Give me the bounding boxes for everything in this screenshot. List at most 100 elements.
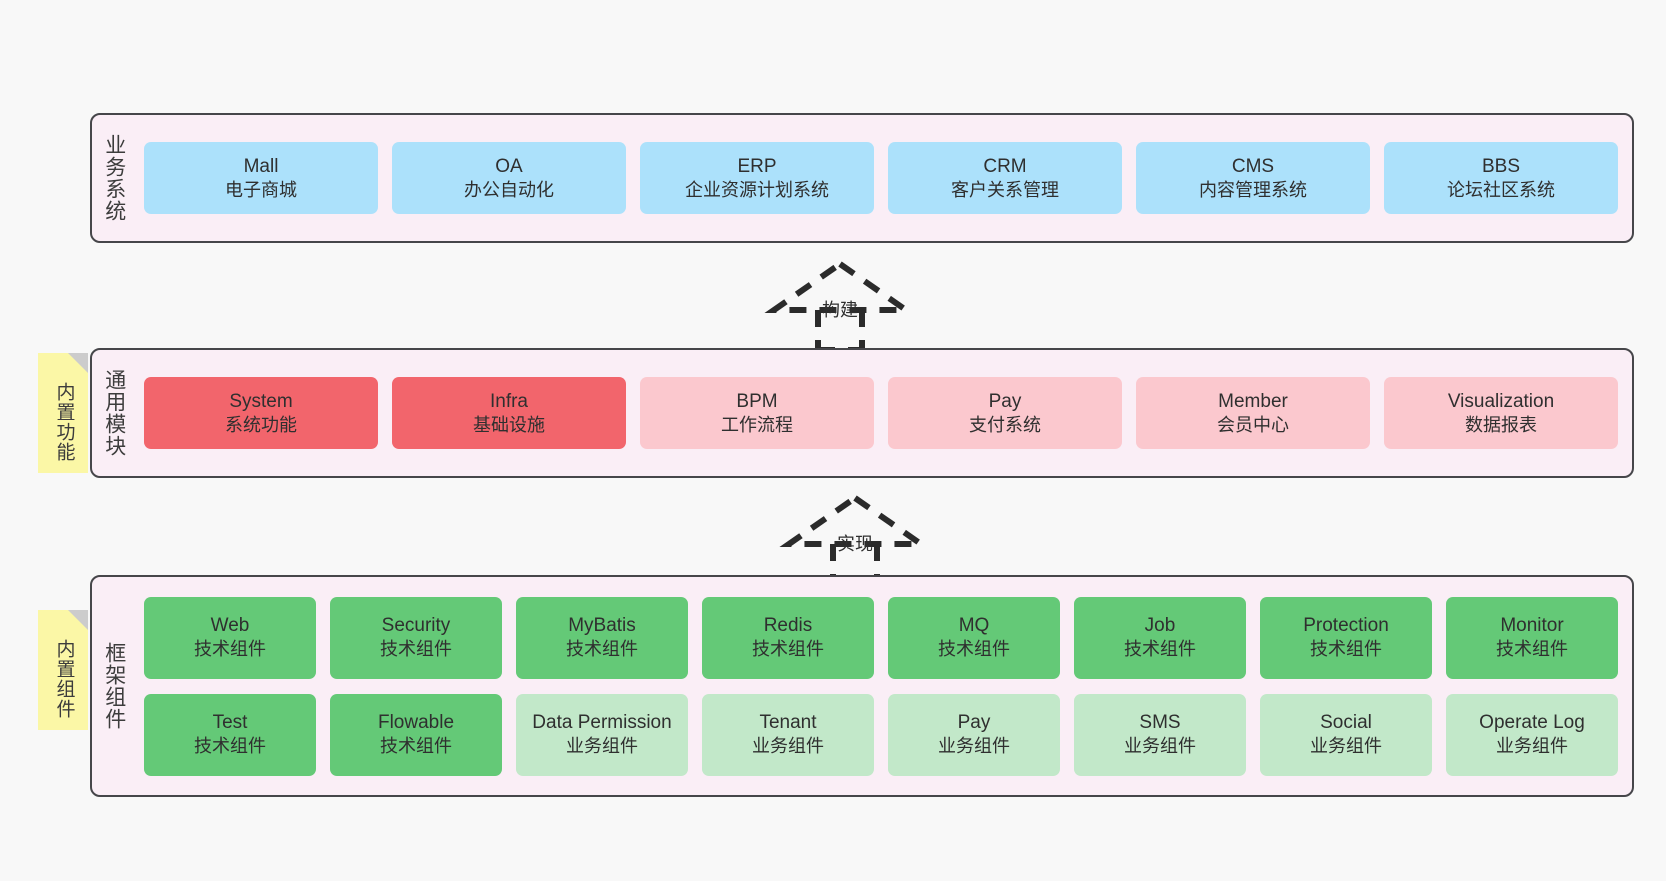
card-subtitle: 技术组件 bbox=[1310, 639, 1382, 660]
connector-build: 构建 bbox=[760, 258, 920, 353]
card-flowable[interactable]: Flowable 技术组件 bbox=[330, 693, 502, 776]
card-member[interactable]: Member 会员中心 bbox=[1136, 377, 1370, 449]
layer-business-system-label: 业务系统 bbox=[102, 134, 126, 222]
card-title: Pay bbox=[957, 712, 991, 734]
card-title: MyBatis bbox=[568, 615, 636, 637]
card-subtitle: 技术组件 bbox=[194, 736, 266, 757]
row: Mall 电子商城 OA 办公自动化 ERP 企业资源计划系统 CRM 客户关系… bbox=[144, 142, 1618, 214]
card-subtitle: 企业资源计划系统 bbox=[685, 179, 829, 200]
card-title: Tenant bbox=[759, 712, 817, 734]
layer-common-modules: 通用模块 System 系统功能 Infra 基础设施 BPM 工作流程 Pay… bbox=[90, 348, 1634, 478]
card-data-permission[interactable]: Data Permission 业务组件 bbox=[516, 693, 688, 776]
card-bpm[interactable]: BPM 工作流程 bbox=[640, 377, 874, 449]
connector-implement-label: 实现 bbox=[837, 534, 873, 554]
card-title: Redis bbox=[763, 615, 813, 637]
card-subtitle: 工作流程 bbox=[721, 414, 793, 435]
card-security[interactable]: Security 技术组件 bbox=[330, 596, 502, 679]
layer-common-modules-label: 通用模块 bbox=[102, 369, 126, 457]
card-oa[interactable]: OA 办公自动化 bbox=[392, 142, 626, 214]
card-subtitle: 技术组件 bbox=[380, 736, 452, 757]
card-bbs[interactable]: BBS 论坛社区系统 bbox=[1384, 142, 1618, 214]
card-operate-log[interactable]: Operate Log 业务组件 bbox=[1446, 693, 1618, 776]
card-subtitle: 会员中心 bbox=[1217, 414, 1289, 435]
card-mall[interactable]: Mall 电子商城 bbox=[144, 142, 378, 214]
card-sms[interactable]: SMS 业务组件 bbox=[1074, 693, 1246, 776]
card-title: Job bbox=[1144, 615, 1176, 637]
card-subtitle: 业务组件 bbox=[1496, 736, 1568, 757]
card-subtitle: 电子商城 bbox=[225, 179, 297, 200]
card-title: Social bbox=[1320, 712, 1372, 734]
card-subtitle: 技术组件 bbox=[938, 639, 1010, 660]
card-subtitle: 技术组件 bbox=[752, 639, 824, 660]
note-builtin-features: 内置功能 bbox=[38, 353, 88, 473]
card-subtitle: 业务组件 bbox=[1124, 736, 1196, 757]
card-subtitle: 技术组件 bbox=[380, 639, 452, 660]
card-mq[interactable]: MQ 技术组件 bbox=[888, 596, 1060, 679]
card-title: OA bbox=[495, 155, 523, 177]
layer-framework-components: 框架组件 Web 技术组件 Security 技术组件 MyBatis 技术组件… bbox=[90, 575, 1634, 797]
card-title: CRM bbox=[983, 155, 1027, 177]
card-title: Data Permission bbox=[532, 712, 672, 734]
card-title: Security bbox=[381, 615, 451, 637]
card-subtitle: 技术组件 bbox=[194, 639, 266, 660]
card-title: Visualization bbox=[1447, 390, 1555, 412]
card-subtitle: 系统功能 bbox=[225, 414, 297, 435]
row: System 系统功能 Infra 基础设施 BPM 工作流程 Pay 支付系统… bbox=[144, 377, 1618, 449]
card-job[interactable]: Job 技术组件 bbox=[1074, 596, 1246, 679]
card-title: ERP bbox=[737, 155, 777, 177]
card-infra[interactable]: Infra 基础设施 bbox=[392, 377, 626, 449]
note-label: 内置组件 bbox=[53, 639, 75, 719]
card-title: MQ bbox=[958, 615, 990, 637]
connector-implement: 实现 bbox=[775, 492, 935, 587]
card-subtitle: 业务组件 bbox=[938, 736, 1010, 757]
card-subtitle: 技术组件 bbox=[1496, 639, 1568, 660]
card-title: Web bbox=[210, 615, 250, 637]
card-title: BPM bbox=[736, 390, 778, 412]
card-mybatis[interactable]: MyBatis 技术组件 bbox=[516, 596, 688, 679]
card-subtitle: 内容管理系统 bbox=[1199, 179, 1307, 200]
layer-business-system: 业务系统 Mall 电子商城 OA 办公自动化 ERP 企业资源计划系统 CRM… bbox=[90, 113, 1634, 243]
row: Web 技术组件 Security 技术组件 MyBatis 技术组件 Redi… bbox=[144, 596, 1618, 679]
card-subtitle: 业务组件 bbox=[1310, 736, 1382, 757]
card-subtitle: 客户关系管理 bbox=[951, 179, 1059, 200]
card-crm[interactable]: CRM 客户关系管理 bbox=[888, 142, 1122, 214]
card-title: Monitor bbox=[1500, 615, 1564, 637]
card-protection[interactable]: Protection 技术组件 bbox=[1260, 596, 1432, 679]
card-title: Test bbox=[212, 712, 248, 734]
note-builtin-components: 内置组件 bbox=[38, 610, 88, 730]
card-subtitle: 数据报表 bbox=[1465, 414, 1537, 435]
layer-framework-components-body: Web 技术组件 Security 技术组件 MyBatis 技术组件 Redi… bbox=[136, 577, 1632, 795]
card-web[interactable]: Web 技术组件 bbox=[144, 596, 316, 679]
card-pay[interactable]: Pay 支付系统 bbox=[888, 377, 1122, 449]
card-subtitle: 论坛社区系统 bbox=[1447, 179, 1555, 200]
card-social[interactable]: Social 业务组件 bbox=[1260, 693, 1432, 776]
connector-build-label: 构建 bbox=[822, 300, 858, 320]
card-title: Member bbox=[1218, 390, 1288, 412]
card-title: Protection bbox=[1303, 615, 1389, 637]
card-visualization[interactable]: Visualization 数据报表 bbox=[1384, 377, 1618, 449]
card-subtitle: 业务组件 bbox=[566, 736, 638, 757]
card-pay-business[interactable]: Pay 业务组件 bbox=[888, 693, 1060, 776]
card-subtitle: 支付系统 bbox=[969, 414, 1041, 435]
card-title: CMS bbox=[1231, 155, 1275, 177]
card-system[interactable]: System 系统功能 bbox=[144, 377, 378, 449]
card-subtitle: 技术组件 bbox=[566, 639, 638, 660]
card-title: BBS bbox=[1481, 155, 1521, 177]
card-subtitle: 基础设施 bbox=[473, 414, 545, 435]
layer-framework-components-label: 框架组件 bbox=[102, 642, 126, 730]
card-subtitle: 办公自动化 bbox=[464, 179, 554, 200]
card-title: System bbox=[229, 390, 293, 412]
card-title: Flowable bbox=[377, 712, 455, 734]
card-redis[interactable]: Redis 技术组件 bbox=[702, 596, 874, 679]
card-tenant[interactable]: Tenant 业务组件 bbox=[702, 693, 874, 776]
layer-business-system-body: Mall 电子商城 OA 办公自动化 ERP 企业资源计划系统 CRM 客户关系… bbox=[136, 115, 1632, 241]
card-erp[interactable]: ERP 企业资源计划系统 bbox=[640, 142, 874, 214]
layer-common-modules-body: System 系统功能 Infra 基础设施 BPM 工作流程 Pay 支付系统… bbox=[136, 350, 1632, 476]
card-subtitle: 业务组件 bbox=[752, 736, 824, 757]
note-label: 内置功能 bbox=[53, 382, 75, 462]
card-title: Mall bbox=[243, 155, 279, 177]
card-cms[interactable]: CMS 内容管理系统 bbox=[1136, 142, 1370, 214]
card-monitor[interactable]: Monitor 技术组件 bbox=[1446, 596, 1618, 679]
row: Test 技术组件 Flowable 技术组件 Data Permission … bbox=[144, 693, 1618, 776]
card-test[interactable]: Test 技术组件 bbox=[144, 693, 316, 776]
